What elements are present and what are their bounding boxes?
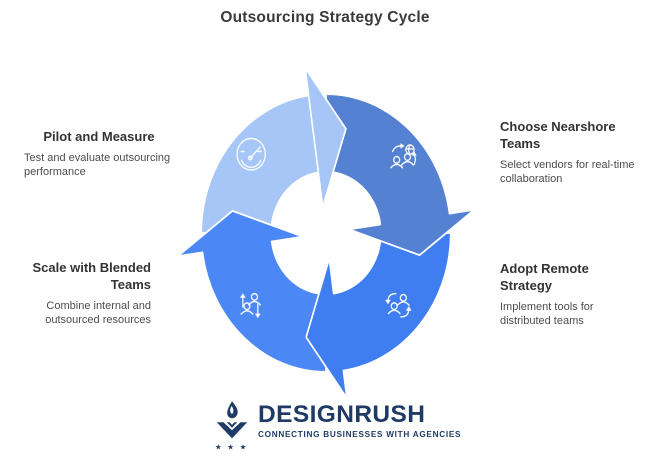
torch-v-stars-logo-icon: ★ ★ ★	[215, 401, 248, 452]
remote-team-icon	[385, 292, 412, 318]
svg-text:★: ★	[240, 443, 247, 452]
page-title: Outsourcing Strategy Cycle	[220, 9, 430, 26]
gauge-icon	[236, 137, 266, 171]
cycle-label-remote: Adopt Remote Strategy Implement tools fo…	[500, 260, 640, 328]
svg-text:★: ★	[227, 443, 234, 452]
svg-text:★: ★	[215, 443, 222, 452]
scale-team-icon	[239, 292, 261, 319]
brand-name: DESIGNRUSH	[258, 401, 426, 428]
cycle-label-nearshore: Choose Nearshore Teams Select vendors fo…	[500, 118, 650, 186]
cycle-segment-nearshore	[325, 93, 476, 257]
step-description: Implement tools for distributed teams	[500, 301, 594, 327]
cycle-segment-blended	[176, 209, 327, 373]
step-title: Scale with Blended Teams	[32, 260, 151, 292]
team-exchange-icon	[390, 143, 417, 169]
step-description: Test and evaluate outsourcing performanc…	[24, 152, 171, 178]
step-description: Combine internal and outsourced resource…	[45, 300, 151, 326]
brand-logo: ★ ★ ★ DESIGNRUSH CONNECTING BUSINESSES W…	[213, 399, 461, 453]
step-title: Pilot and Measure	[43, 129, 155, 144]
step-description: Select vendors for real-time collaborati…	[500, 159, 635, 185]
cycle-diagram	[176, 66, 476, 400]
cycle-label-pilot: Pilot and Measure Test and evaluate outs…	[24, 128, 174, 179]
cycle-arrowhead-pilot	[304, 66, 347, 209]
brand-tagline: CONNECTING BUSINESSES WITH AGENCIES	[258, 430, 462, 439]
step-title: Choose Nearshore Teams	[500, 119, 616, 151]
cycle-segment-remote	[305, 232, 452, 400]
step-title: Adopt Remote Strategy	[500, 261, 589, 293]
cycle-label-blended: Scale with Blended Teams Combine interna…	[0, 259, 151, 327]
brand-text: DESIGNRUSH CONNECTING BUSINESSES WITH AG…	[258, 399, 462, 440]
